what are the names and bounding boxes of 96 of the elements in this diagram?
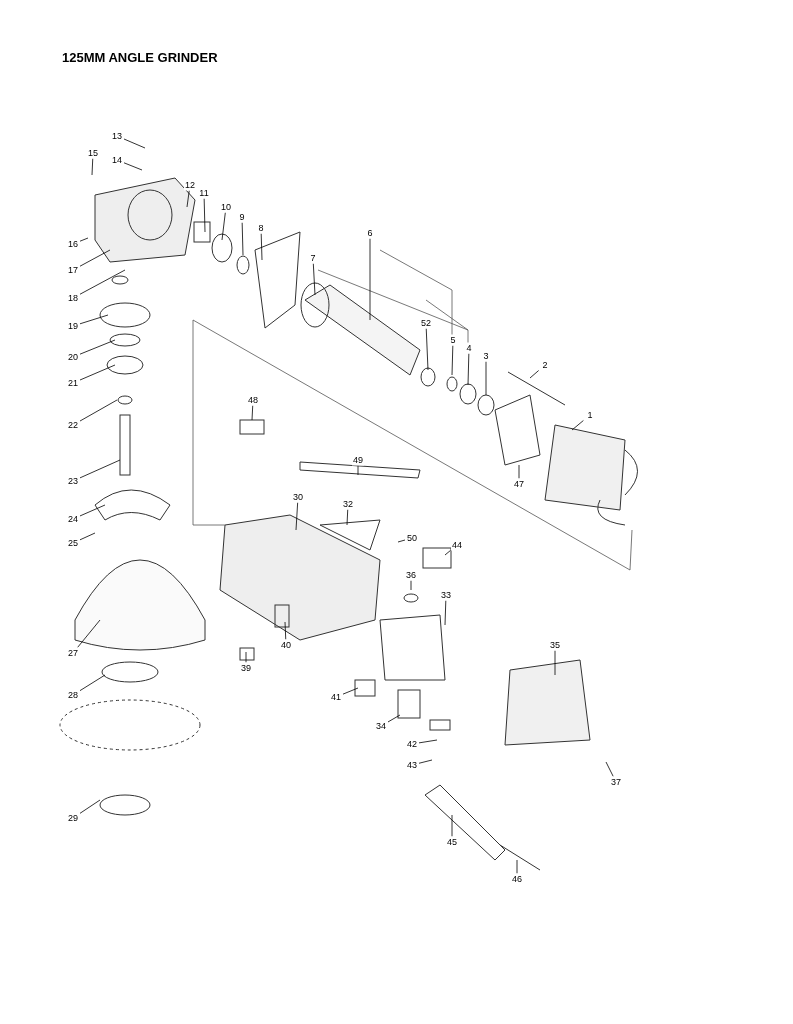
leader-line [357,465,359,476]
callout-number: 48 [247,394,259,406]
leader-line [79,237,89,242]
callout-number: 28 [67,689,79,701]
leader-line [418,739,438,744]
leader-line [245,651,247,663]
callout-number: 25 [67,537,79,549]
callout-number: 41 [330,691,342,703]
leader-line [397,539,406,543]
callout-number: 11 [198,187,210,199]
callout-number: 9 [238,211,246,223]
leader-line [79,674,106,692]
leader-line [444,550,451,556]
callout-number: 2 [541,359,549,371]
callout-number: 49 [352,454,364,466]
leader-line [342,687,359,695]
leader-line [485,361,487,396]
callout-number: 20 [67,351,79,363]
callout-number: 7 [309,252,317,264]
callout-number: 6 [366,227,374,239]
callout-number: 34 [375,720,387,732]
callout-number: 47 [513,478,525,490]
leader-line [387,714,401,723]
callout-number: 21 [67,377,79,389]
leader-line [123,162,143,171]
leader-line [241,222,244,256]
leader-line [444,600,447,626]
callout-number: 3 [482,350,490,362]
callout-number: 16 [67,238,79,250]
callout-number: 32 [342,498,354,510]
leader-line [312,263,316,296]
callout-number: 15 [87,147,99,159]
leader-line [79,339,116,355]
leader-line [79,399,118,422]
leader-line [529,370,540,379]
leader-line [79,249,111,267]
callout-number: 22 [67,419,79,431]
callout-number: 17 [67,264,79,276]
callout-number: 23 [67,475,79,487]
callout-number: 5 [449,334,457,346]
leader-line [79,459,121,479]
callout-number: 29 [67,812,79,824]
leader-line [186,190,190,208]
callout-number: 33 [440,589,452,601]
callout-number: 42 [406,738,418,750]
leader-line [295,502,299,531]
callout-number: 39 [240,662,252,674]
callout-number: 4 [465,342,473,354]
leader-line [123,138,146,149]
leader-line [284,621,287,640]
leader-line [79,364,116,381]
callout-number: 52 [420,317,432,329]
callout-number: 50 [406,532,418,544]
leader-line [516,859,518,874]
callout-number: 35 [549,639,561,651]
callout-number: 44 [451,539,463,551]
leader-line [571,420,584,431]
leader-line [467,353,470,386]
callout-number: 8 [257,222,265,234]
leader-line [79,799,101,814]
callout-number: 24 [67,513,79,525]
leader-line [79,269,126,295]
leader-line [554,650,556,676]
callout-number: 30 [292,491,304,503]
leader-line [221,212,226,241]
leader-line [251,405,254,421]
callout-number: 12 [184,179,196,191]
leader-line [451,814,453,837]
leader-line [425,328,429,371]
callout-number: 13 [111,130,123,142]
callout-number: 18 [67,292,79,304]
leader-line [79,504,106,517]
leader-line [79,532,96,541]
callout-number: 40 [280,639,292,651]
leader-line [79,314,109,325]
leader-line [260,233,263,261]
diagram-title: 125MM ANGLE GRINDER [62,50,218,65]
callout-number: 14 [111,154,123,166]
callout-number: 46 [511,873,523,885]
leader-line [451,345,454,376]
leader-line [203,198,206,233]
callout-number: 37 [610,776,622,788]
callout-number: 45 [446,836,458,848]
callout-number: 1 [586,409,594,421]
callout-number: 10 [220,201,232,213]
leader-line [346,509,349,526]
leader-line [369,238,371,321]
callout-number: 43 [406,759,418,771]
leader-line [418,759,433,764]
callout-number: 27 [67,647,79,659]
leader-line [518,464,520,479]
leader-line [410,580,412,591]
leader-line [91,158,94,176]
leader-line [605,761,614,777]
callout-number: 19 [67,320,79,332]
callout-number: 36 [405,569,417,581]
